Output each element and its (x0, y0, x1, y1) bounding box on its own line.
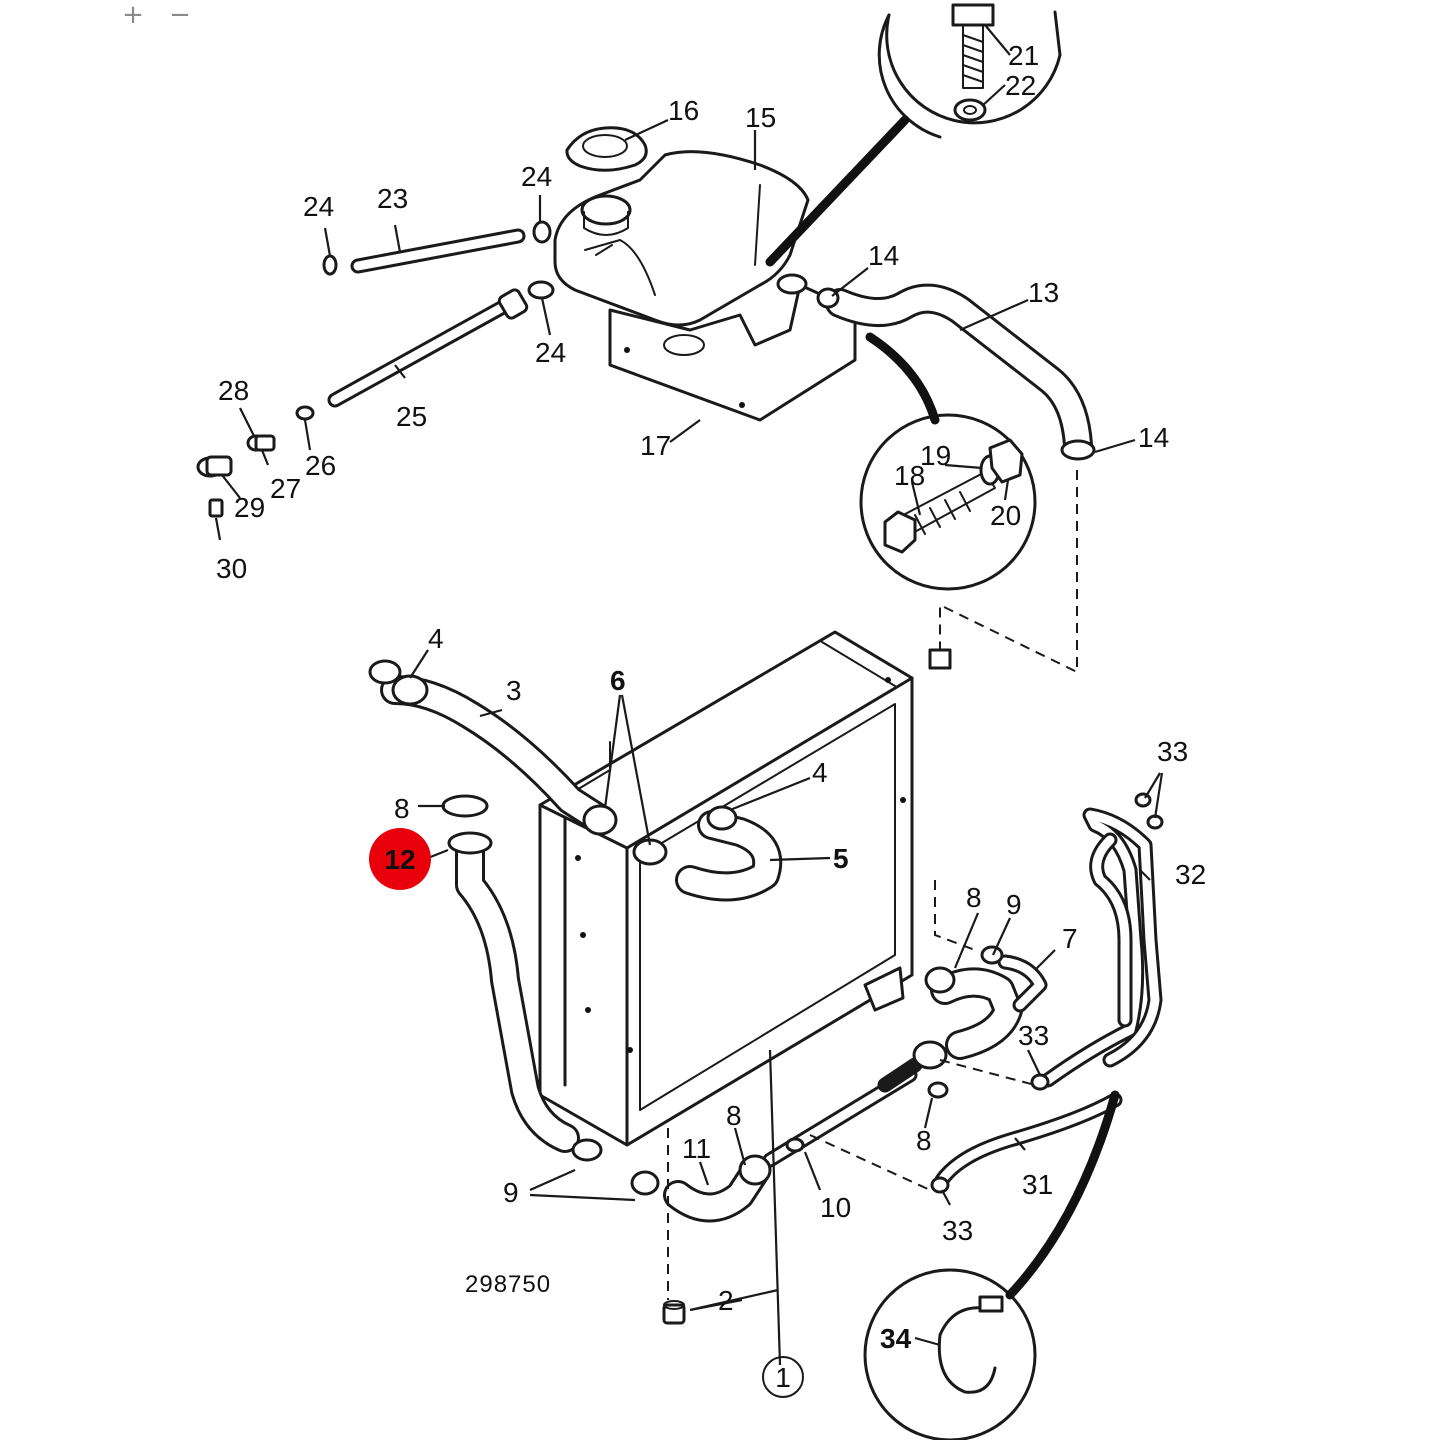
callout-24-bottom: 24 (535, 337, 566, 368)
callout-13: 13 (1028, 277, 1059, 308)
hose-5 (675, 810, 783, 902)
callout-29: 29 (234, 492, 265, 523)
hose-12 (447, 831, 580, 1153)
leader-lines (214, 24, 1164, 1366)
pipe-25 (327, 288, 529, 408)
callout-3: 3 (506, 675, 522, 706)
callout-8-left: 8 (394, 793, 410, 824)
callout-19: 19 (920, 440, 951, 471)
zoom-out-button[interactable]: − (163, 0, 197, 30)
callout-12-highlight (369, 828, 431, 890)
callout-5: 5 (833, 843, 849, 874)
callout-27: 27 (270, 473, 301, 504)
pipe-32 (1040, 807, 1163, 1088)
callout-14-top: 14 (868, 240, 899, 271)
callout-17: 17 (640, 430, 671, 461)
hose-11 (663, 1157, 770, 1223)
callout-1: 1 (775, 1362, 791, 1393)
callout-24-left: 24 (303, 191, 334, 222)
callout-9-right: 9 (1006, 889, 1022, 920)
hose-7 (930, 954, 1048, 1060)
pipe-23 (350, 228, 526, 274)
callout-33-mid: 33 (1018, 1020, 1049, 1051)
callout-33-top: 33 (1157, 736, 1188, 767)
callout-30: 30 (216, 553, 247, 584)
callout-34: 34 (880, 1323, 912, 1354)
callout-labels: 1 2 3 4 4 5 6 7 8 8 8 8 9 9 10 11 12 13 … (216, 40, 1206, 1398)
callout-26: 26 (305, 450, 336, 481)
callout-11: 11 (682, 1133, 711, 1164)
detail-bolt-18-20 (859, 332, 1037, 591)
drain-plug (662, 1300, 686, 1325)
callout-7: 7 (1062, 923, 1078, 954)
callout-31: 31 (1022, 1169, 1053, 1200)
zoom-in-button[interactable]: + (116, 0, 150, 30)
reference-lines (667, 470, 1078, 1300)
figure-number: 298750 (465, 1271, 551, 1298)
callout-23: 23 (377, 183, 408, 214)
expansion-tank (553, 150, 857, 422)
callout-21: 21 (1008, 40, 1039, 71)
callout-16: 16 (668, 95, 699, 126)
pipe-31 (934, 1092, 1123, 1188)
detail-bolt-21-22 (765, 3, 1062, 267)
callout-22: 22 (1005, 70, 1036, 101)
hose-clips (295, 220, 1164, 1196)
filler-cap (565, 126, 648, 172)
callout-33-bottom: 33 (942, 1215, 973, 1246)
callout-8-lower-right: 8 (916, 1125, 932, 1156)
callout-4-top: 4 (428, 623, 444, 654)
drain-fittings (196, 434, 276, 518)
callout-8-bottom: 8 (726, 1100, 742, 1131)
callout-25: 25 (396, 401, 427, 432)
hose-13 (825, 283, 1093, 460)
callout-6: 6 (610, 665, 626, 696)
callout-28: 28 (218, 375, 249, 406)
callout-2: 2 (718, 1285, 734, 1316)
callout-24-top: 24 (521, 161, 552, 192)
callout-8-right: 8 (966, 882, 982, 913)
callout-14-right: 14 (1138, 422, 1169, 453)
callout-12: 12 (384, 844, 415, 875)
callout-4-mid: 4 (812, 757, 828, 788)
hose-3 (380, 675, 613, 833)
callout-10: 10 (820, 1192, 851, 1223)
callout-9-left: 9 (503, 1177, 519, 1208)
callout-18: 18 (894, 460, 925, 491)
detail-clip-34 (863, 1090, 1120, 1440)
callout-32: 32 (1175, 859, 1206, 890)
callout-20: 20 (990, 500, 1021, 531)
callout-15: 15 (745, 102, 776, 133)
